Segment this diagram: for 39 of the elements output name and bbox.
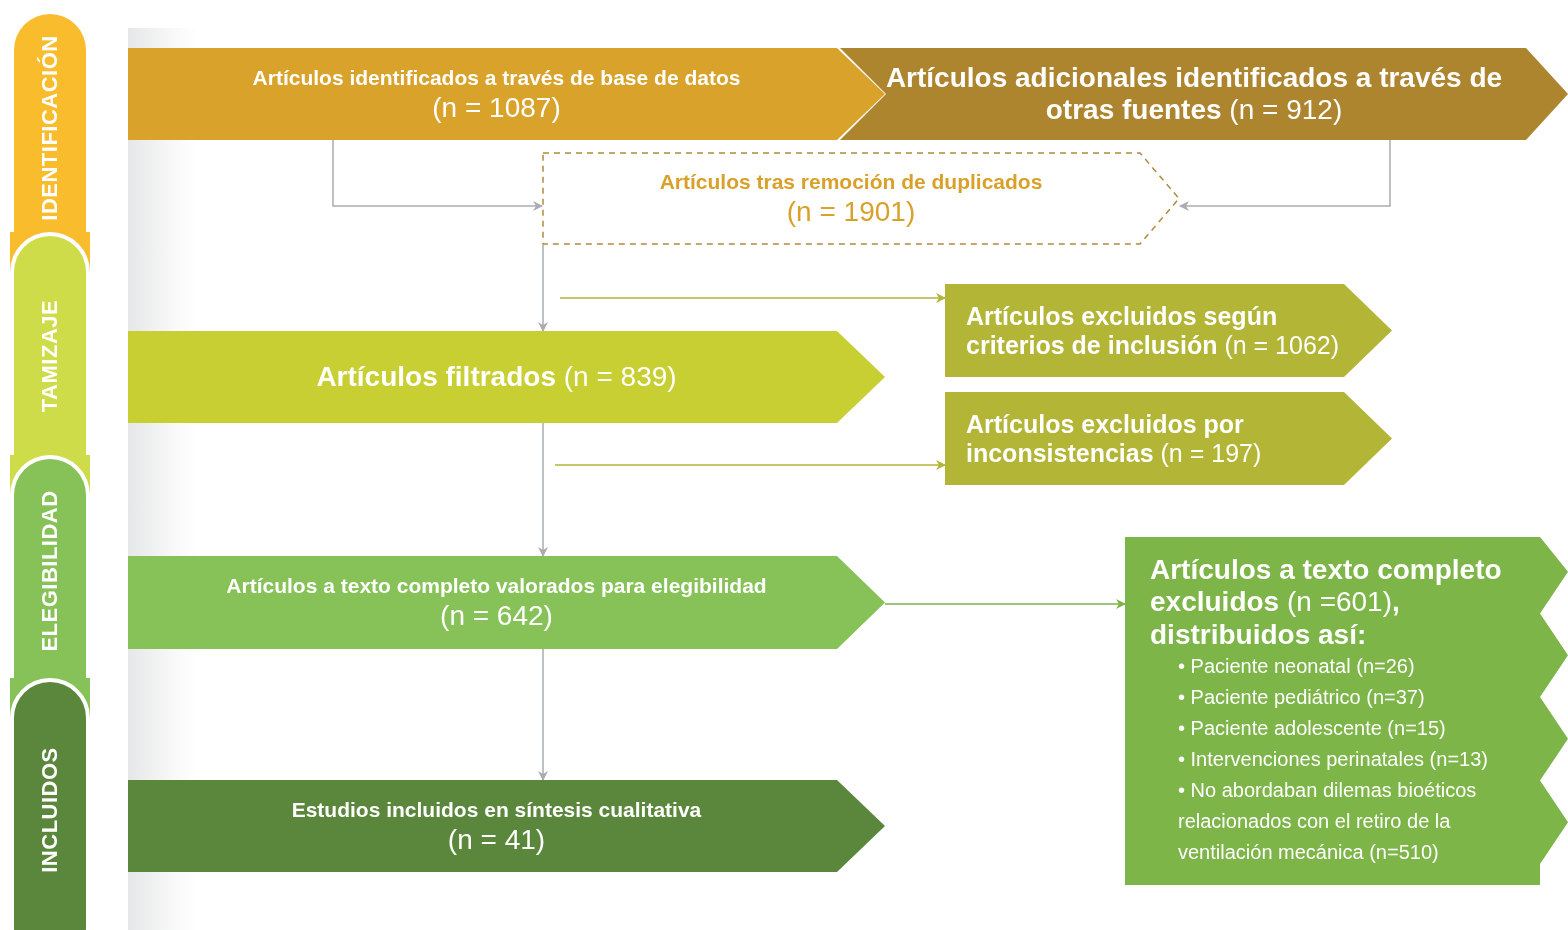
list-item: • Paciente neonatal (n=26)	[1178, 653, 1416, 679]
list-item: • Paciente pediátrico (n=37)	[1178, 684, 1426, 710]
count-text: (n = 1901)	[786, 195, 916, 229]
count-text: (n = 1087)	[432, 90, 561, 125]
arrow	[332, 139, 543, 211]
arrow	[538, 422, 548, 557]
arrow	[884, 599, 1126, 609]
list-item: • Paciente adolescente (n=15)	[1178, 715, 1447, 741]
banner-text: Artículos filtrados (n = 839)	[316, 360, 677, 394]
count-text: (n = 642)	[440, 599, 553, 633]
arrow	[554, 460, 946, 470]
banner-heading: Artículos identificados a través de base de datos	[252, 64, 741, 91]
zigzag-banner	[1125, 537, 1568, 885]
arrow-banner	[945, 392, 1392, 485]
banner-text: Artículos excluidos según criterios de inclusión (n = 1062)	[966, 301, 1341, 360]
stage-label: IDENTIFICACIÓN	[37, 35, 63, 221]
banner-text: Artículos adicionales identificados a través de otras fuentes (n = 912)	[884, 61, 1504, 127]
arrow-banner	[128, 48, 885, 140]
banner-heading: Artículos tras remoción de duplicados	[659, 169, 1043, 196]
arrow-banner	[128, 780, 885, 872]
chevron-banner	[840, 48, 1568, 140]
arrow	[1179, 139, 1391, 211]
list-item: • Intervenciones perinatales (n=13)	[1178, 746, 1489, 772]
arrow-banner	[128, 556, 885, 649]
arrow	[538, 648, 548, 781]
arrow	[538, 244, 548, 332]
arrow-banner	[128, 331, 885, 423]
list-item: • No abordaban dilemas bioéticos relacionados con el retiro de la ventilación mecánica (n=510)	[1178, 777, 1478, 865]
dashed-arrow-box	[542, 152, 1180, 245]
banner-heading: Artículos a texto completo valorados para elegibilidad	[226, 573, 767, 600]
stage-label: INCLUIDOS	[37, 747, 63, 873]
stage-label: TAMIZAJE	[37, 299, 63, 413]
count-text: (n = 41)	[447, 822, 546, 857]
arrow	[559, 293, 946, 303]
arrow-banner	[945, 284, 1392, 377]
banner-text: Artículos a texto completo excluidos (n =601), distribuidos así:	[1150, 554, 1503, 651]
banner-heading: Estudios incluidos en síntesis cualitativa	[291, 796, 702, 823]
banner-text: Artículos excluidos por inconsistencias (n = 197)	[966, 409, 1263, 468]
stage-label: ELEGIBILIDAD	[37, 490, 63, 652]
